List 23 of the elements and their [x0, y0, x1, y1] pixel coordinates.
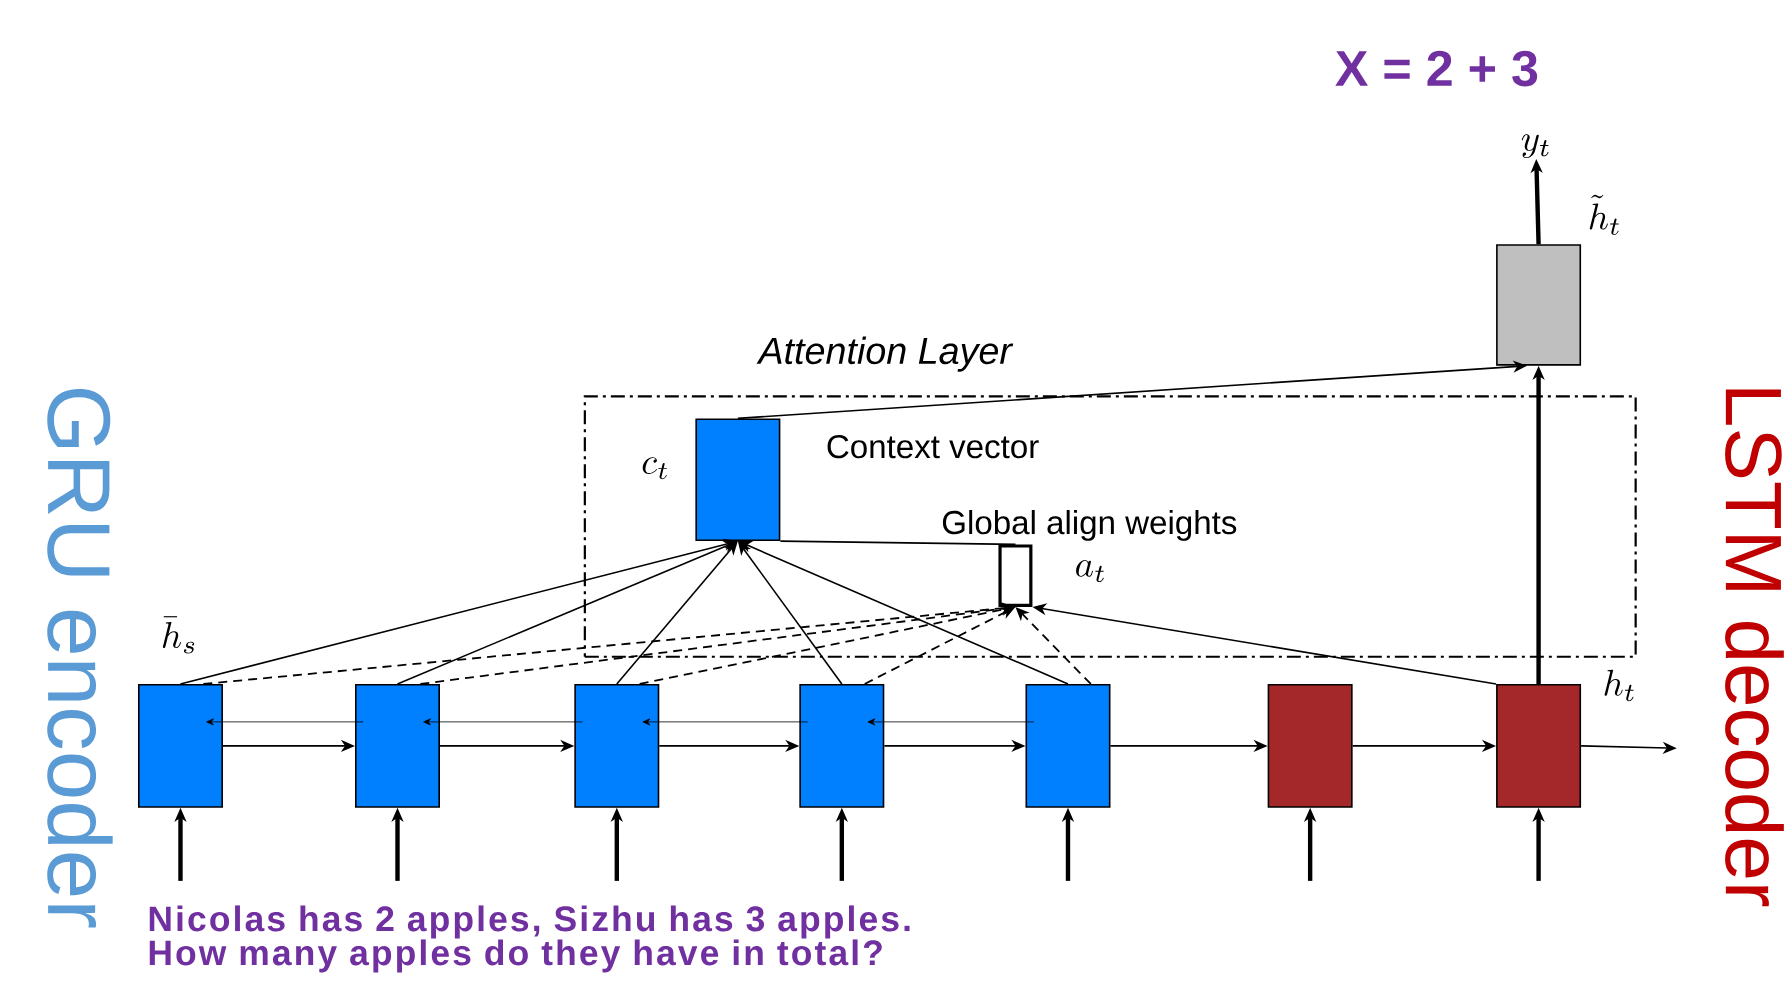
encoder-label: GRU encoder	[47, 388, 113, 928]
arrow	[642, 718, 808, 726]
symbol-label: $c_t$	[642, 457, 667, 480]
symbol-label: $h_t$	[1604, 669, 1634, 702]
encoder-cell	[355, 683, 440, 808]
arrow	[423, 718, 583, 726]
layer-title: Attention Layer	[756, 336, 1014, 372]
context-vector-label: Context vector	[827, 434, 1039, 459]
decoder-cell	[1267, 683, 1353, 808]
symbol-label: $\tilde{h}_t$	[1589, 194, 1619, 235]
symbol-label: $\bar{h}_s$	[162, 616, 195, 654]
arrow	[206, 718, 364, 726]
arrow	[867, 718, 1035, 726]
question-text: Nicolas has 2 apples, Sizhu has 3 apples. How many apples do they have in total?	[149, 905, 910, 973]
output-symbol: $y_t$	[1521, 134, 1549, 159]
encoder-cell	[799, 683, 885, 808]
symbol-label: $a_t$	[1076, 559, 1104, 582]
align-weights-label: Global align weights	[942, 509, 1237, 541]
encoder-cell	[574, 683, 660, 808]
decoder-label: LSTM decoder	[1725, 389, 1784, 907]
arrow	[616, 541, 738, 685]
result-label: X = 2 + 3	[1335, 50, 1538, 87]
encoder-cell	[1025, 683, 1111, 808]
